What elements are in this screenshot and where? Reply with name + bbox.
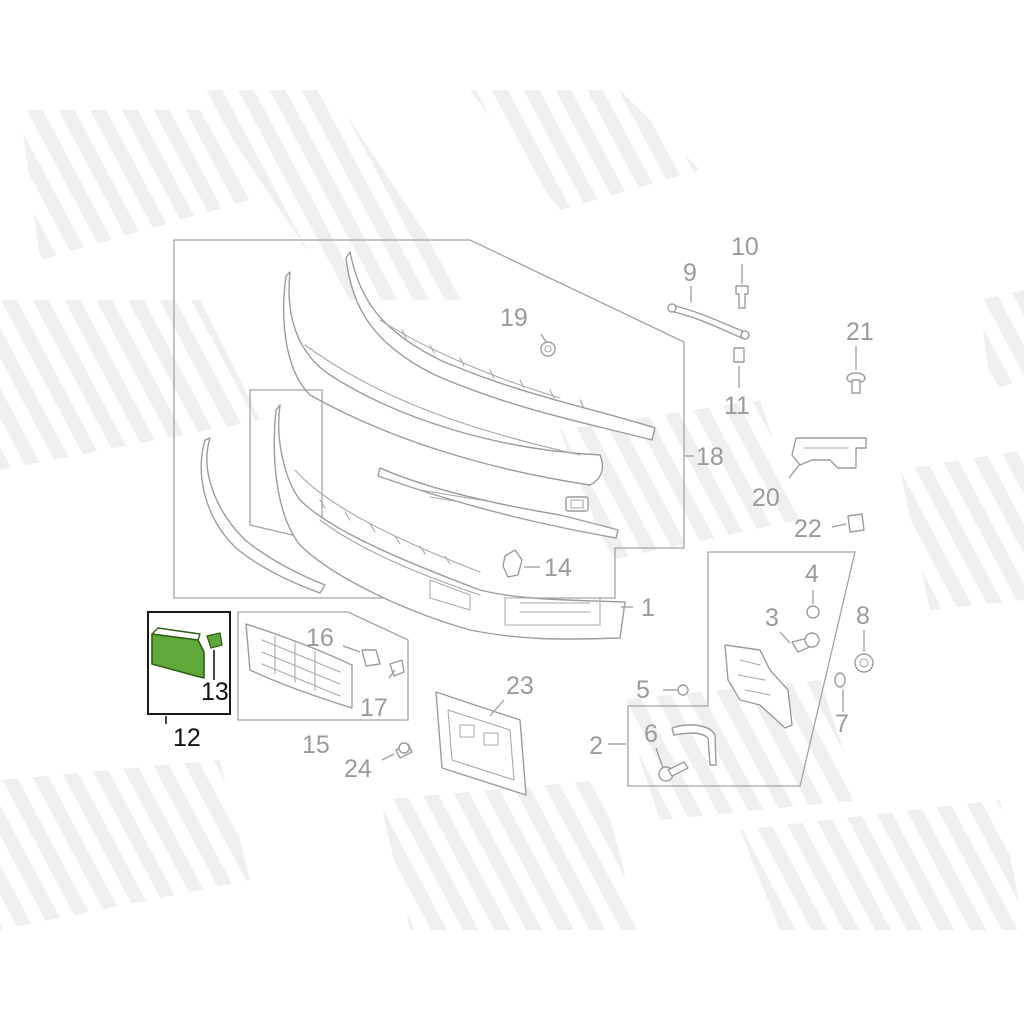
nut-11 (733, 347, 745, 363)
callout-13: 13 (201, 678, 229, 706)
callout-11: 11 (724, 392, 750, 420)
callout-8: 8 (856, 602, 870, 630)
bolt-5 (677, 684, 689, 696)
assembly-18-frame (173, 239, 685, 599)
callout-20: 20 (752, 484, 780, 512)
assembly-2-frame (627, 551, 856, 787)
watermark (0, 90, 1024, 930)
tow-bracket (724, 644, 793, 729)
callout-14: 14 (544, 554, 572, 582)
bracket-20 (791, 437, 867, 469)
assembly-15-frame (237, 611, 409, 721)
license-bracket-23 (435, 691, 527, 796)
grille-insert-15 (245, 623, 353, 709)
highlighted-clip-13 (206, 632, 223, 649)
nut-4 (806, 605, 820, 619)
support-rod-9 (667, 303, 750, 340)
clip-16 (361, 649, 381, 667)
callout-16: 16 (306, 624, 334, 652)
bolt-10 (735, 285, 749, 309)
bolt-24 (395, 742, 413, 759)
callout-7: 7 (835, 710, 849, 738)
callout-1: 1 (641, 594, 655, 622)
upper-trim-strip (345, 251, 656, 441)
callout-22: 22 (794, 515, 822, 543)
callout-4: 4 (805, 560, 819, 588)
strap-6 (671, 724, 717, 766)
callout-9: 9 (683, 259, 697, 287)
bolt-6 (658, 761, 689, 782)
assembly-12-frame (147, 611, 231, 715)
callout-labels: 1 2 3 4 5 6 7 8 9 10 11 12 13 14 15 16 1… (173, 233, 874, 783)
callout-12: 12 (173, 724, 201, 752)
washer-7 (834, 672, 846, 688)
callout-17: 17 (360, 694, 388, 722)
callout-18: 18 (696, 443, 724, 471)
leader-lines (165, 264, 865, 769)
highlighted-part-12 (151, 627, 205, 679)
callout-6: 6 (644, 720, 658, 748)
main-bumper (273, 404, 626, 640)
fastener-19 (540, 341, 556, 357)
bumper-upper-cover (283, 271, 604, 486)
push-pin-21 (846, 372, 866, 394)
callout-10: 10 (731, 233, 759, 261)
callout-24: 24 (344, 755, 372, 783)
callout-2: 2 (589, 732, 603, 760)
nut-8 (854, 653, 874, 673)
clip-14 (502, 549, 523, 578)
lower-trim-strip (377, 467, 619, 539)
callout-15: 15 (302, 731, 330, 759)
callout-5: 5 (636, 676, 650, 704)
bolt-3 (791, 632, 820, 653)
callout-19: 19 (500, 304, 528, 332)
callout-3: 3 (765, 604, 779, 632)
emblem-clip (565, 496, 589, 512)
clip-22 (847, 513, 865, 533)
callout-23: 23 (506, 672, 534, 700)
side-molding (200, 437, 326, 594)
callout-21: 21 (846, 318, 874, 346)
